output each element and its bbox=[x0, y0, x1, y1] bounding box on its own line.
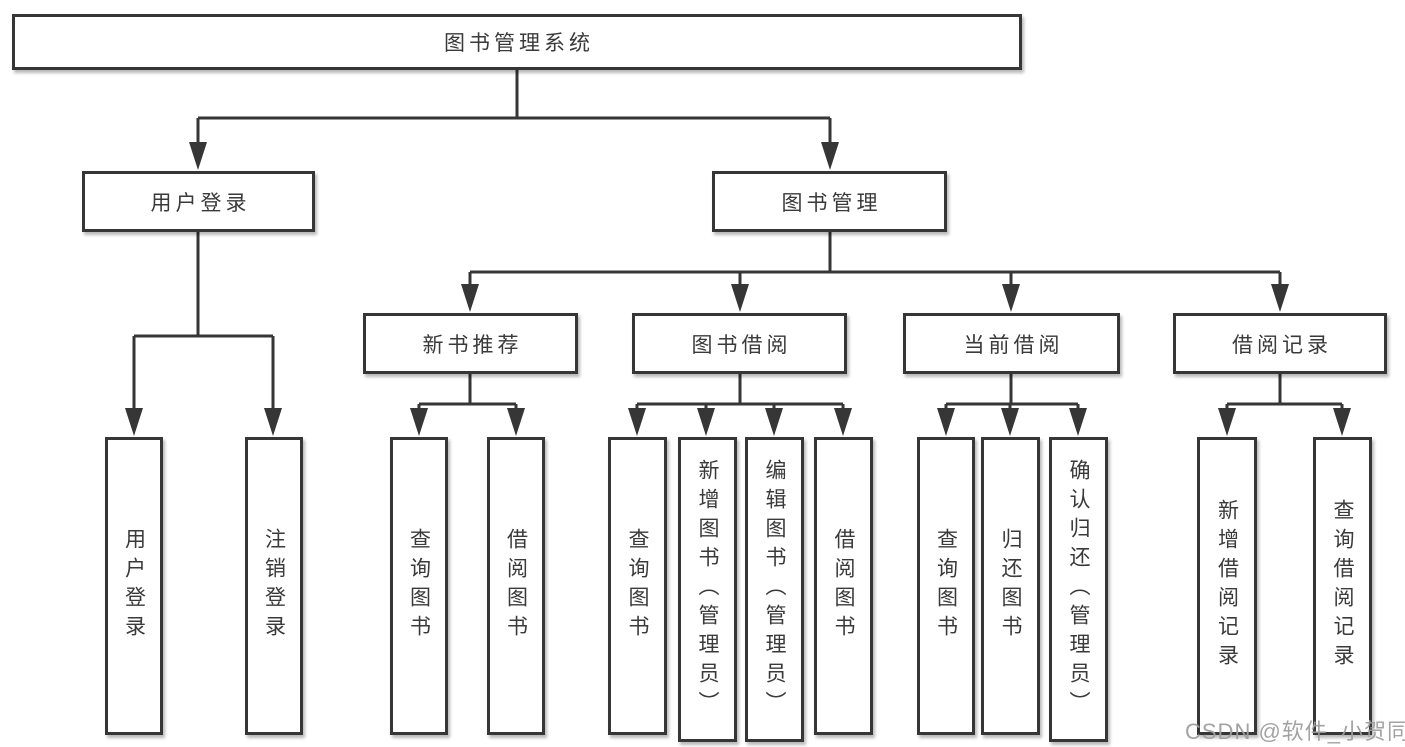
connector-user-login-children bbox=[125, 232, 282, 436]
leaf-newbooks-query-books: 查询图书 bbox=[390, 437, 448, 735]
connector-new-books-children bbox=[410, 374, 525, 436]
node-label: 新书推荐 bbox=[422, 333, 523, 357]
node-label: 注销登录 bbox=[262, 528, 286, 644]
node-label: 图书管理 bbox=[781, 191, 882, 215]
node-current-borrowing: 当前借阅 bbox=[903, 313, 1120, 374]
arrowhead-icon bbox=[410, 408, 428, 436]
watermark: CSDN @软件_小贺同学 bbox=[1185, 719, 1405, 744]
node-label: 查询图书 bbox=[934, 528, 958, 644]
connector-root-to-level2 bbox=[189, 70, 839, 170]
leaf-records-add-record: 新增借阅记录 bbox=[1197, 437, 1257, 735]
node-label: 新增图书（管理员） bbox=[696, 459, 719, 720]
arrowhead-icon bbox=[189, 142, 207, 170]
arrowhead-icon bbox=[507, 408, 525, 436]
node-label: 图书借阅 bbox=[691, 333, 792, 357]
connector-book-mgmt-sections bbox=[461, 232, 1289, 312]
leaf-logout: 注销登录 bbox=[245, 437, 303, 735]
arrowhead-icon bbox=[937, 408, 955, 436]
leaf-newbooks-borrow-books: 借阅图书 bbox=[487, 437, 545, 735]
node-label: 查询图书 bbox=[407, 528, 431, 644]
node-book-mgmt: 图书管理 bbox=[712, 171, 947, 232]
node-label: 借阅图书 bbox=[832, 528, 855, 644]
leaf-records-query-record: 查询借阅记录 bbox=[1313, 437, 1372, 735]
leaf-borrowing-borrow-books: 借阅图书 bbox=[814, 437, 873, 735]
arrowhead-icon bbox=[1001, 408, 1019, 436]
node-label: 借阅记录 bbox=[1232, 333, 1332, 357]
arrowhead-icon bbox=[1218, 408, 1236, 436]
connector-records-children bbox=[1218, 374, 1351, 436]
arrowhead-icon bbox=[264, 408, 282, 436]
leaf-current-query-books: 查询图书 bbox=[917, 437, 975, 735]
arrowhead-icon bbox=[1271, 284, 1289, 312]
leaf-borrowing-query-books: 查询图书 bbox=[608, 437, 667, 735]
node-label: 确认归还（管理员） bbox=[1067, 459, 1090, 720]
node-user-login: 用户登录 bbox=[82, 171, 315, 232]
arrowhead-icon bbox=[1333, 408, 1351, 436]
arrowhead-icon bbox=[628, 408, 646, 436]
connector-borrowing-children bbox=[628, 374, 852, 436]
node-label: 用户登录 bbox=[122, 528, 146, 644]
leaf-borrowing-edit-books-admin: 编辑图书（管理员） bbox=[745, 437, 804, 742]
arrowhead-icon bbox=[765, 408, 783, 436]
leaf-borrowing-add-books-admin: 新增图书（管理员） bbox=[678, 437, 737, 742]
node-new-books: 新书推荐 bbox=[363, 313, 578, 374]
arrowhead-icon bbox=[1069, 408, 1087, 436]
node-label: 用户登录 bbox=[150, 191, 251, 215]
arrowhead-icon bbox=[821, 142, 839, 170]
arrowhead-icon bbox=[461, 284, 479, 312]
connector-current-children bbox=[937, 374, 1087, 436]
node-label: 当前借阅 bbox=[963, 333, 1064, 357]
node-label: 借阅图书 bbox=[504, 528, 528, 644]
node-label: 编辑图书（管理员） bbox=[763, 459, 786, 720]
leaf-current-confirm-return-admin: 确认归还（管理员） bbox=[1049, 437, 1108, 742]
node-label: 查询借阅记录 bbox=[1331, 499, 1354, 673]
arrowhead-icon bbox=[834, 408, 852, 436]
node-borrow-records: 借阅记录 bbox=[1173, 313, 1387, 374]
arrowhead-icon bbox=[1002, 284, 1020, 312]
node-label: 归还图书 bbox=[999, 528, 1022, 644]
arrowhead-icon bbox=[125, 408, 143, 436]
arrowhead-icon bbox=[731, 284, 749, 312]
node-label: 新增借阅记录 bbox=[1215, 499, 1239, 673]
leaf-user-login: 用户登录 bbox=[105, 437, 163, 735]
arrowhead-icon bbox=[697, 408, 715, 436]
node-root: 图书管理系统 bbox=[12, 14, 1022, 70]
node-label: 图书管理系统 bbox=[444, 32, 594, 55]
node-label: 查询图书 bbox=[626, 528, 649, 644]
node-book-borrowing: 图书借阅 bbox=[632, 313, 847, 374]
leaf-current-return-books: 归还图书 bbox=[981, 437, 1040, 735]
